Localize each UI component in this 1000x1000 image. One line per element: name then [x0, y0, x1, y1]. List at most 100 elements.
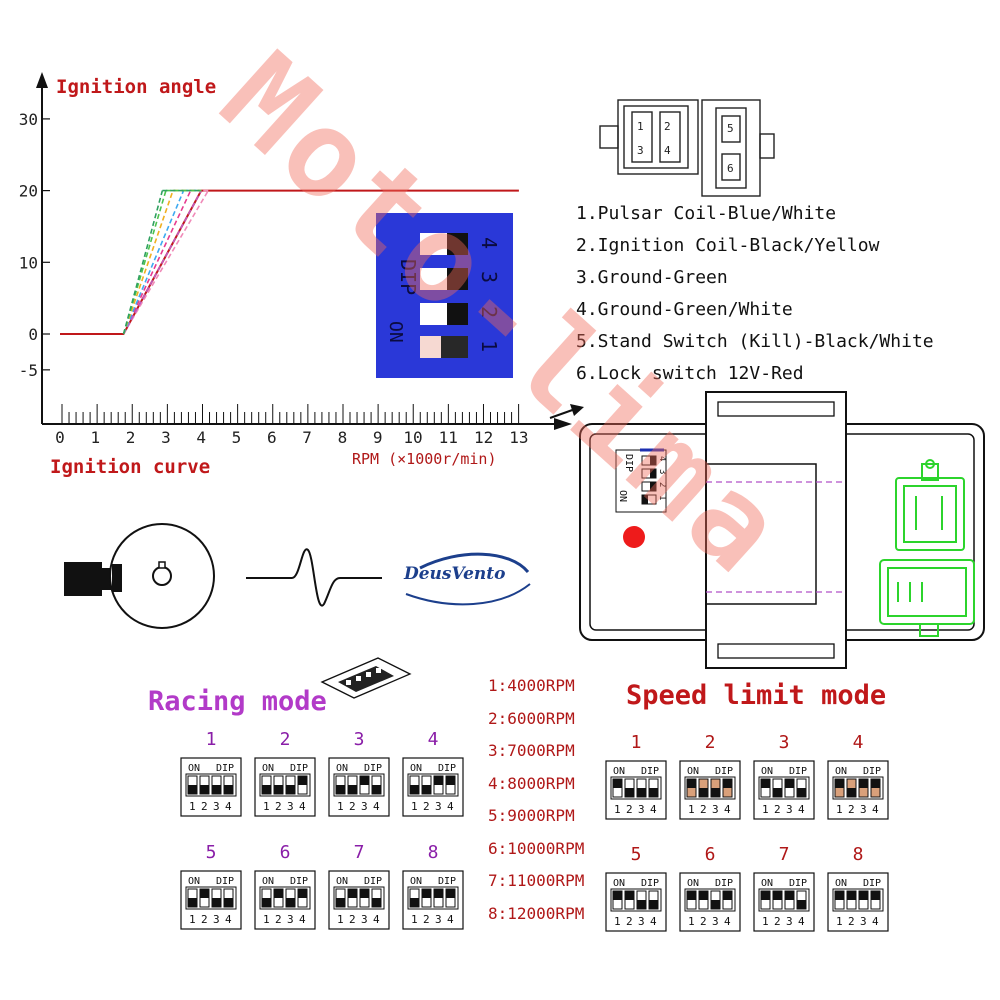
dip-knob: [711, 788, 720, 797]
dip-knob: [348, 785, 357, 794]
dip-mode-number: 1: [630, 732, 642, 753]
curve-series-8: [122, 190, 164, 335]
dip-num: 1: [836, 803, 843, 816]
dip-switch-isometric: [320, 657, 412, 699]
pin-3-label: 3: [637, 144, 644, 157]
dip-large-on: ON: [385, 321, 406, 343]
dip-on-label: ON: [262, 763, 274, 774]
dip-knob: [188, 898, 197, 907]
curve-series-5: [122, 190, 185, 335]
dip-knob: [773, 891, 782, 900]
dip-body: [758, 888, 810, 912]
dip-large-num-4: 4: [477, 237, 501, 249]
dip-knob: [613, 779, 622, 788]
dip-num: 2: [700, 803, 707, 816]
dip-switch-large: DIP ON 4 3 2 1: [376, 213, 513, 378]
dip-num: 4: [447, 800, 454, 813]
dip-knob: [286, 898, 295, 907]
x-tick-label: 9: [373, 428, 383, 447]
dip-num: 3: [213, 800, 220, 813]
y-tick-label: 0: [28, 325, 38, 344]
dip-body: [684, 888, 736, 912]
y-tick-label: 20: [19, 182, 38, 201]
dip-knob: [274, 785, 283, 794]
dip-on-label: ON: [761, 878, 773, 889]
x-tick-label: 13: [509, 428, 528, 447]
dip-num: 4: [872, 915, 879, 928]
curve-series-4: [122, 190, 202, 335]
dip-num: 4: [225, 800, 232, 813]
dip-dip-label: DIP: [641, 878, 659, 889]
dip-mode-number: 8: [852, 844, 864, 865]
dip-on-label: ON: [835, 878, 847, 889]
pulsar-rotor-diagram: [64, 523, 382, 629]
dip-body: [407, 886, 459, 910]
dip-num: 2: [848, 915, 855, 928]
dip-dip-label: DIP: [364, 876, 382, 887]
dip-knob: [212, 898, 221, 907]
dip-knob: [723, 891, 732, 900]
y-axis-arrow-icon: [36, 72, 48, 88]
dip-on-label: ON: [835, 766, 847, 777]
dip-num: 4: [724, 915, 731, 928]
rpm-item-2: 2:6000RPM: [488, 708, 575, 728]
dip-knob: [422, 889, 431, 898]
x-tick-label: 11: [439, 428, 458, 447]
dip-dip-label: DIP: [641, 766, 659, 777]
dip-on-label: ON: [687, 766, 699, 777]
pin-desc-4: 4.Ground-Green/White: [576, 299, 793, 320]
x-tick-label: 4: [196, 428, 206, 447]
pin-desc-2: 2.Ignition Coil-Black/Yellow: [576, 235, 880, 256]
dip-num: 1: [614, 915, 621, 928]
dip-mode-number: 2: [279, 729, 291, 750]
dip-num: 3: [638, 803, 645, 816]
dip-num: 1: [263, 800, 270, 813]
dip-num: 4: [724, 803, 731, 816]
dip-num: 3: [860, 803, 867, 816]
dip-knob: [625, 891, 634, 900]
dip-body: [832, 888, 884, 912]
dip-knob: [761, 891, 770, 900]
dip-num: 2: [700, 915, 707, 928]
dip-knob: [372, 898, 381, 907]
dip-num: 4: [225, 913, 232, 926]
dip-knob: [422, 785, 431, 794]
dip-knob: [446, 889, 455, 898]
dip-num: 3: [435, 800, 442, 813]
dip-knob: [687, 779, 696, 788]
dip-mode-number: 3: [353, 729, 365, 750]
dip-on-label: ON: [687, 878, 699, 889]
dip-on-label: ON: [188, 876, 200, 887]
dip-num: 1: [688, 803, 695, 816]
dip-num: 2: [423, 913, 430, 926]
dip-knob: [410, 898, 419, 907]
dip-body: [333, 886, 385, 910]
dip-knob: [847, 891, 856, 900]
unit-dip-num-4: 4: [657, 456, 667, 461]
pin-6-label: 6: [727, 162, 734, 175]
dip-num: 1: [836, 915, 843, 928]
dip-dip-label: DIP: [438, 876, 456, 887]
dip-knob: [785, 891, 794, 900]
dip-dip-label: DIP: [789, 766, 807, 777]
x-tick-label: 6: [267, 428, 277, 447]
curve-series-6: [122, 190, 174, 335]
dip-knob: [274, 889, 283, 898]
brand-swoosh-icon: [405, 552, 531, 606]
dip-num: 2: [275, 913, 282, 926]
rpm-item-1: 1:4000RPM: [488, 676, 575, 695]
dip-num: 3: [287, 800, 294, 813]
